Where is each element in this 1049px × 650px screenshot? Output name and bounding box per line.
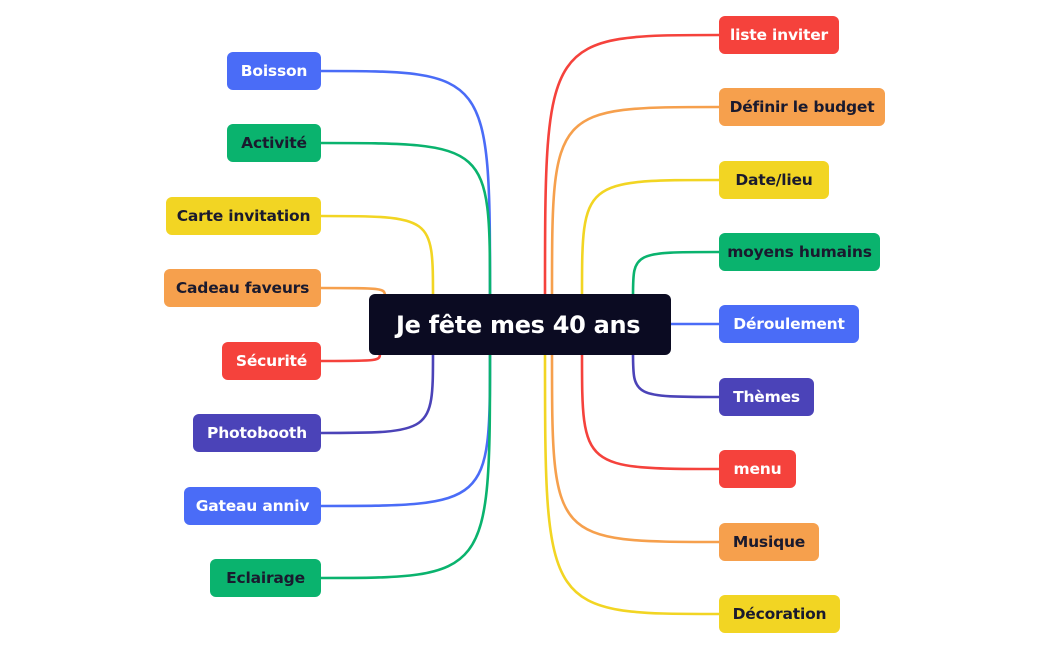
connector-menu bbox=[580, 352, 723, 471]
branch-activite[interactable]: Activité bbox=[227, 124, 321, 162]
branch-label: menu bbox=[733, 460, 782, 478]
connector-photobooth bbox=[317, 350, 435, 435]
branch-label: Définir le budget bbox=[729, 98, 875, 116]
branch-gateau-anniv[interactable]: Gateau anniv bbox=[184, 487, 321, 525]
branch-label: Eclairage bbox=[226, 569, 305, 587]
branch-moyens-humains[interactable]: moyens humains bbox=[719, 233, 880, 271]
branch-label: Musique bbox=[732, 533, 806, 551]
branch-securite[interactable]: Sécurité bbox=[222, 342, 321, 380]
connector-carte-invitation bbox=[317, 214, 435, 300]
branch-deroulement[interactable]: Déroulement bbox=[719, 305, 859, 343]
branch-label: Boisson bbox=[240, 62, 308, 80]
branch-definir-le-budget[interactable]: Définir le budget bbox=[719, 88, 885, 126]
connector-decoration bbox=[543, 352, 723, 616]
branch-decoration[interactable]: Décoration bbox=[719, 595, 840, 633]
branch-label: Carte invitation bbox=[176, 207, 311, 225]
branch-themes[interactable]: Thèmes bbox=[719, 378, 814, 416]
connector-musique bbox=[550, 352, 723, 544]
connector-eclairage bbox=[317, 352, 492, 580]
connector-themes bbox=[631, 350, 723, 399]
branch-date-lieu[interactable]: Date/lieu bbox=[719, 161, 829, 199]
central-topic-label: Je fête mes 40 ans bbox=[396, 310, 641, 339]
branch-label: Photobooth bbox=[207, 424, 307, 442]
branch-photobooth[interactable]: Photobooth bbox=[193, 414, 321, 452]
branch-cadeau-faveurs[interactable]: Cadeau faveurs bbox=[164, 269, 321, 307]
branch-label: liste inviter bbox=[730, 26, 828, 44]
connector-liste-inviter bbox=[543, 33, 723, 298]
branch-label: Date/lieu bbox=[735, 171, 813, 189]
connector-definir-le-budget bbox=[550, 105, 723, 298]
branch-label: Décoration bbox=[732, 605, 827, 623]
branch-boisson[interactable]: Boisson bbox=[227, 52, 321, 90]
central-topic[interactable]: Je fête mes 40 ans bbox=[369, 294, 671, 355]
branch-eclairage[interactable]: Eclairage bbox=[210, 559, 321, 597]
branch-carte-invitation[interactable]: Carte invitation bbox=[166, 197, 321, 235]
branch-label: moyens humains bbox=[727, 243, 872, 261]
connector-activite bbox=[317, 141, 492, 298]
branch-liste-inviter[interactable]: liste inviter bbox=[719, 16, 839, 54]
branch-label: Activité bbox=[241, 134, 307, 152]
connector-securite bbox=[317, 351, 382, 363]
connector-date-lieu bbox=[580, 178, 723, 298]
branch-label: Cadeau faveurs bbox=[175, 279, 310, 297]
branch-label: Gateau anniv bbox=[195, 497, 310, 515]
branch-label: Thèmes bbox=[733, 388, 800, 406]
branch-label: Sécurité bbox=[235, 352, 308, 370]
branch-label: Déroulement bbox=[733, 315, 845, 333]
branch-menu[interactable]: menu bbox=[719, 450, 796, 488]
connector-moyens-humains bbox=[631, 250, 723, 298]
branch-musique[interactable]: Musique bbox=[719, 523, 819, 561]
connector-boisson bbox=[317, 69, 492, 298]
